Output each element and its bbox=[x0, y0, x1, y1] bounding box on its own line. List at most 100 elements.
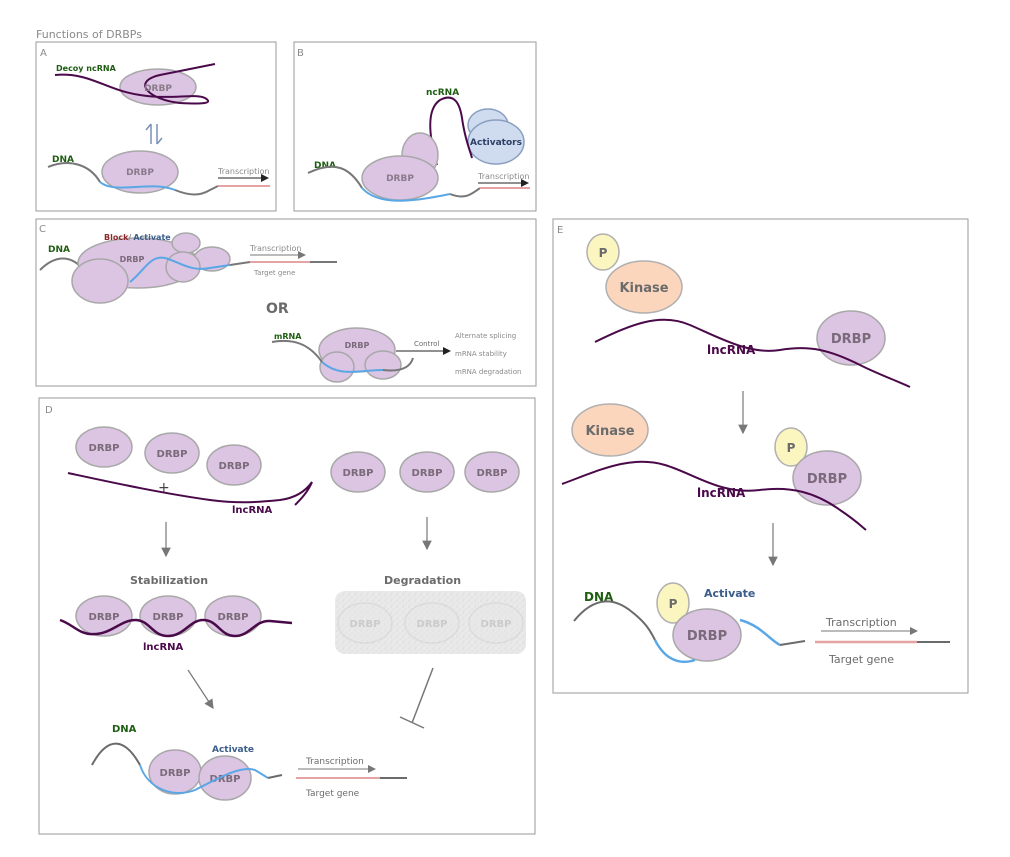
panel-b-frame bbox=[293, 41, 537, 212]
drbp-d-2 bbox=[144, 432, 200, 474]
transcription-label-e: Transcription bbox=[825, 616, 897, 629]
panel-a-frame bbox=[35, 41, 277, 212]
bound-dna-a bbox=[99, 181, 176, 191]
kinase-e-1 bbox=[605, 260, 683, 314]
dna-label-a: DNA bbox=[52, 155, 74, 165]
drbp-b-label: DRBP bbox=[386, 174, 414, 184]
drbp-d-deg-top-3 bbox=[464, 451, 520, 493]
block-label: Block/Activate bbox=[104, 233, 171, 242]
outcome-alternate-splicing: Alternate splicing bbox=[455, 332, 516, 340]
drbp-e-2-label: DRBP bbox=[807, 472, 847, 487]
ncrna-strand-b bbox=[429, 96, 473, 166]
drbp-d-active-1-label: DRBP bbox=[160, 768, 191, 779]
mrna-strand bbox=[271, 340, 323, 363]
dna-linker-d bbox=[267, 774, 283, 779]
degradation-box bbox=[335, 591, 526, 654]
dna-strand-c bbox=[39, 257, 83, 271]
dna-linker-e bbox=[779, 640, 806, 646]
mrna-tail bbox=[382, 357, 414, 372]
drbp-d-deg-1-label: DRBP bbox=[350, 619, 381, 630]
drbp-bottom-a-label: DRBP bbox=[126, 168, 154, 178]
drbp-left-lobe-c bbox=[71, 258, 129, 304]
drbp-mid-lobe-c bbox=[165, 251, 201, 283]
transcription-label-c: Transcription bbox=[249, 244, 301, 253]
drbp-d-1 bbox=[75, 426, 133, 468]
drbp-d-deg-3 bbox=[468, 602, 524, 644]
drbp-d-deg-1 bbox=[337, 602, 393, 644]
phosphate-e-2 bbox=[774, 427, 808, 467]
panel-a-letter: A bbox=[40, 48, 47, 59]
degradation-label: Degradation bbox=[384, 574, 461, 587]
transcription-label-a: Transcription bbox=[217, 167, 269, 176]
drbp-top-a-label: DRBP bbox=[144, 84, 172, 94]
kinase-e-1-label: Kinase bbox=[619, 281, 668, 296]
drbp-d-deg-top-1-label: DRBP bbox=[343, 468, 374, 479]
drbp-d-deg-3-label: DRBP bbox=[481, 619, 512, 630]
bound-dna-b bbox=[361, 187, 451, 202]
outcome-mrna-degradation: mRNA degradation bbox=[455, 368, 521, 376]
target-gene-label-e: Target gene bbox=[828, 653, 894, 666]
phosphate-e-1-label: P bbox=[599, 246, 608, 260]
inhibition-icon bbox=[399, 667, 434, 729]
lncrna-label-e-2: lncRNA bbox=[697, 486, 746, 500]
drbp-d-1-label: DRBP bbox=[89, 443, 120, 454]
panel-d: D DRBP DRBP DRBP + lncRNA Stabilization … bbox=[38, 397, 536, 835]
drbp-e-1 bbox=[816, 310, 886, 366]
drbp-d-3-label: DRBP bbox=[219, 461, 250, 472]
bound-dna-d bbox=[139, 764, 269, 794]
panel-c-letter: C bbox=[39, 224, 46, 235]
drbp-d-deg-top-2 bbox=[399, 451, 455, 493]
dna-strand-b bbox=[307, 165, 363, 189]
stabilization-label: Stabilization bbox=[130, 574, 208, 587]
drbp-bottom-right-lobe bbox=[364, 350, 402, 380]
dna-label-c: DNA bbox=[48, 245, 70, 255]
drbp-d-deg-top-2-label: DRBP bbox=[412, 468, 443, 479]
drbp-e-1-label: DRBP bbox=[831, 332, 871, 347]
dna-strand-d bbox=[91, 742, 141, 766]
phosphate-e-2-label: P bbox=[787, 441, 796, 455]
kinase-e-2 bbox=[571, 403, 649, 457]
drbp-d-active-2 bbox=[198, 755, 252, 801]
drbp-bottom-c-label: DRBP bbox=[345, 341, 370, 350]
bound-mrna bbox=[321, 361, 384, 373]
mrna-label: mRNA bbox=[274, 332, 302, 341]
figure-title: Functions of DRBPs bbox=[36, 28, 142, 41]
panel-c-frame bbox=[35, 218, 537, 387]
drbp-bottom-a bbox=[101, 150, 179, 194]
faded-drbps: DRBP DRBP DRBP bbox=[337, 602, 524, 644]
decoy-ncrna-label: Decoy ncRNA bbox=[56, 64, 117, 73]
transcription-label-d: Transcription bbox=[305, 757, 364, 767]
dna-linker-c bbox=[229, 261, 251, 266]
phosphate-e-3-label: P bbox=[669, 597, 678, 611]
drbp-d-deg-top-3-label: DRBP bbox=[477, 468, 508, 479]
control-label: Control bbox=[414, 340, 439, 348]
ncrna-label-b: ncRNA bbox=[426, 88, 459, 98]
drbp-d-2-label: DRBP bbox=[157, 449, 188, 460]
drbp-d-active-2-label: DRBP bbox=[210, 774, 241, 785]
lncrna-label-e-1: lncRNA bbox=[707, 343, 756, 357]
drbp-d-stab-1-label: DRBP bbox=[89, 612, 120, 623]
panel-e-letter: E bbox=[557, 225, 563, 236]
drbp-top-lobe-c bbox=[171, 232, 201, 254]
dna-strand-e bbox=[573, 600, 656, 641]
equilibrium-icon bbox=[145, 123, 163, 145]
drbp-d-deg-2-label: DRBP bbox=[417, 619, 448, 630]
phosphate-e-1 bbox=[586, 233, 620, 271]
dna-linker-a bbox=[174, 185, 219, 196]
lncrna-strand-e-1 bbox=[594, 318, 911, 388]
block-slash: / bbox=[128, 233, 131, 242]
panel-e: E P Kinase DRBP lncRNA Kinase P DRBP lnc… bbox=[552, 218, 969, 694]
drbp-d-deg-top-1 bbox=[330, 451, 386, 493]
lncrna-strand-d-free bbox=[67, 472, 313, 506]
drbp-e-2 bbox=[792, 450, 862, 506]
drbp-bottom-left-lobe bbox=[319, 351, 355, 383]
lncrna-strand-d-stab bbox=[59, 618, 293, 638]
bound-dna-e bbox=[653, 618, 781, 664]
kinase-e-2-label: Kinase bbox=[585, 424, 634, 439]
panel-e-frame bbox=[552, 218, 969, 694]
or-label: OR bbox=[266, 301, 289, 317]
drbp-d-deg-2 bbox=[404, 602, 460, 644]
panel-b-letter: B bbox=[297, 48, 304, 59]
drbp-top-c-label: DRBP bbox=[120, 255, 145, 264]
activate-text-c: Activate bbox=[133, 233, 171, 242]
